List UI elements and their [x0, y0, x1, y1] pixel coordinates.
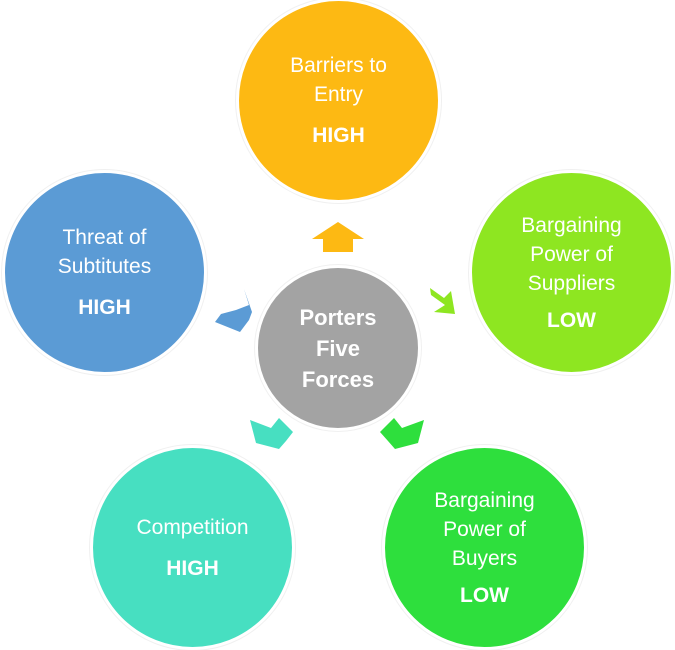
center-label: Porters Five Forces [299, 304, 377, 392]
arrow-to-competition [250, 418, 293, 449]
arrow-to-buyers [380, 418, 424, 449]
force-buyers-rating: LOW [460, 583, 509, 607]
force-suppliers-circle: Bargaining Power of Suppliers LOW [469, 170, 674, 375]
arrow-to-barriers [312, 222, 364, 252]
force-barriers-label: Barriers to Entry [290, 54, 387, 106]
force-suppliers-label: Bargaining Power of Suppliers [521, 213, 622, 295]
force-competition-circle: Competition HIGH [90, 445, 295, 650]
center-circle: Porters Five Forces [255, 265, 421, 431]
force-substitutes-label: Threat of Subtitutes [57, 226, 152, 278]
force-substitutes-circle: Threat of Subtitutes HIGH [2, 170, 207, 375]
force-barriers-rating: HIGH [312, 124, 365, 147]
arrow-to-substitutes [215, 289, 252, 332]
force-suppliers-rating: LOW [547, 308, 596, 332]
force-buyers-label: Bargaining Power of Buyers [434, 488, 535, 570]
force-competition-rating: HIGH [166, 556, 219, 580]
force-buyers-circle: Bargaining Power of Buyers LOW [382, 445, 587, 650]
force-competition-label: Competition [136, 515, 249, 539]
force-barriers-circle: Barriers to Entry HIGH [236, 0, 441, 203]
force-substitutes-rating: HIGH [78, 296, 131, 319]
arrow-to-suppliers [430, 288, 455, 314]
